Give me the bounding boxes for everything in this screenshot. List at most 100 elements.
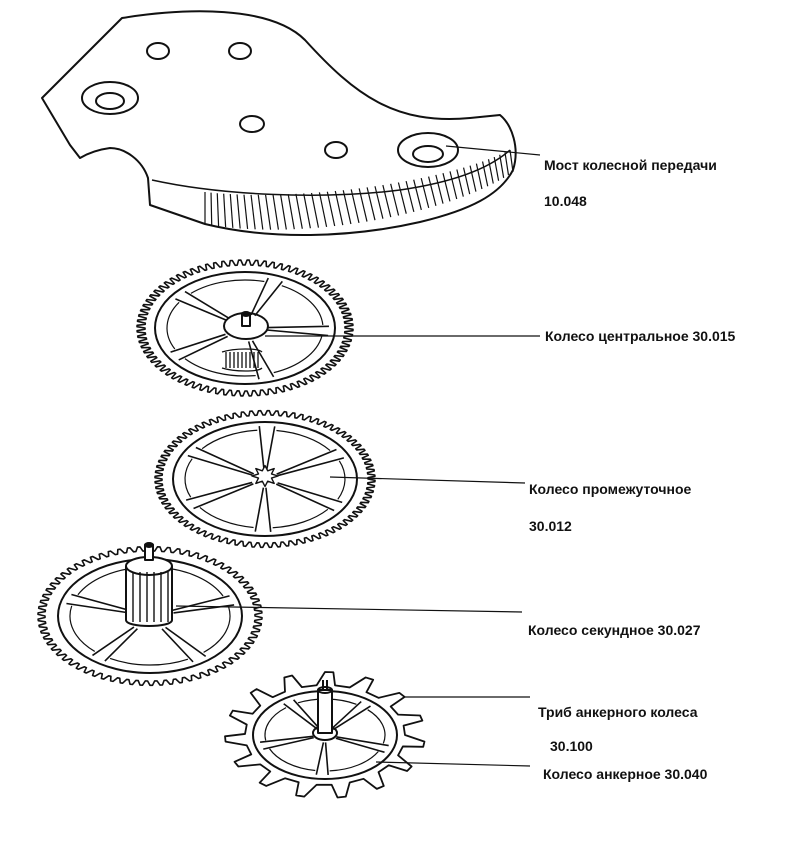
center-wheel-pinion: [221, 348, 263, 372]
hatch-line: [250, 194, 256, 230]
bridge-outline: [41, 10, 517, 237]
spoke-edge: [92, 626, 135, 657]
spoke-window-arc: [264, 707, 287, 741]
spoke-edge: [185, 481, 253, 501]
third-wheel: [154, 409, 376, 549]
hatch-line: [334, 190, 344, 226]
spoke-window-arc: [337, 460, 346, 500]
label-escape-wheel: Колесо анкерное 30.040: [543, 766, 708, 782]
third-wheel-pinion: [251, 464, 279, 488]
hatch-line: [449, 171, 458, 200]
hatch-line: [229, 194, 234, 228]
spoke-edge: [259, 735, 314, 744]
escape-wheel-pinion-top: [317, 686, 333, 694]
spoke-edge: [277, 482, 343, 504]
center-wheel-arbor-top: [241, 311, 251, 317]
label-center-wheel: Колесо центральное 30.015: [545, 328, 736, 344]
leader-second: [175, 605, 523, 613]
hatch-line: [499, 154, 505, 178]
hatch-line: [257, 194, 264, 230]
spoke-edge: [335, 737, 385, 754]
second-wheel-pinion-leaves: [132, 572, 169, 622]
hatch-line: [272, 194, 280, 230]
spoke-edge: [170, 333, 226, 353]
third-wheel-spokes: [184, 426, 346, 532]
label-third-wheel-name: Колесо промежуточное: [529, 481, 692, 497]
hatch-line: [310, 192, 320, 228]
spoke-edge: [175, 298, 228, 322]
spoke-window-arc: [203, 607, 231, 653]
hatch-line: [435, 174, 444, 204]
escape-wheel: [224, 671, 426, 799]
spoke-window-arc: [276, 429, 331, 451]
bridge-hole-small: [146, 42, 170, 60]
spoke-edge: [165, 626, 207, 658]
label-bridge-code: 10.048: [544, 193, 587, 209]
escape-wheel-arbor: [322, 680, 328, 690]
spoke-window-arc: [184, 458, 193, 498]
leader-lines: [175, 145, 541, 767]
spoke-window-arc: [281, 285, 324, 326]
spoke-edge: [266, 329, 329, 337]
spoke-window-arc: [273, 336, 323, 374]
spoke-edge: [178, 335, 228, 361]
hatch-line: [295, 193, 303, 229]
pinion-outline: [221, 348, 263, 372]
center-wheel-teeth: [136, 259, 354, 397]
spoke-edge: [265, 426, 276, 471]
hatch-line: [390, 183, 400, 216]
spoke-window-arc: [272, 508, 329, 529]
hatch-line: [420, 178, 430, 209]
hatch-line: [509, 149, 514, 173]
second-wheel-arbor-top: [144, 542, 154, 548]
spoke-edge: [172, 595, 230, 612]
escape-wheel-pinion: [317, 689, 333, 734]
spoke-edge: [254, 487, 265, 532]
hatch-line: [358, 188, 368, 222]
hatch-line: [487, 159, 494, 184]
spoke-window-arc: [201, 429, 258, 450]
spoke-window-arc: [190, 279, 265, 294]
hatch-line: [318, 192, 328, 228]
spoke-edge: [71, 593, 129, 611]
spoke-edge: [66, 602, 127, 614]
bridge-hole-right: [397, 132, 459, 168]
hatch-line: [243, 194, 249, 230]
hatch-line: [264, 194, 272, 230]
hatch-line: [374, 186, 384, 219]
spoke-edge: [265, 487, 272, 532]
bridge-hole-left: [81, 81, 139, 115]
spoke-edge: [250, 277, 270, 316]
second-wheel: [37, 542, 263, 687]
spoke-edge: [195, 446, 255, 475]
spoke-edge: [277, 457, 345, 477]
hatch-line: [475, 163, 483, 190]
hatch-line: [279, 194, 287, 230]
spoke-edge: [275, 483, 335, 512]
spoke-edge: [283, 703, 318, 730]
hatch-line: [366, 187, 376, 221]
bridge-hole-small: [324, 141, 348, 159]
hatch-line: [210, 192, 213, 226]
hatch-line: [469, 165, 477, 192]
spoke-edge: [263, 736, 314, 750]
hatch-line: [481, 161, 489, 187]
escape-wheel-spokes: [259, 698, 389, 776]
spoke-window-arc: [109, 657, 189, 666]
center-wheel: [136, 259, 354, 397]
spoke-edge: [266, 325, 329, 329]
spoke-window-arc: [199, 507, 254, 529]
bridge-hole-left-inner: [95, 92, 125, 110]
bridge-plate: [41, 10, 517, 237]
bridge-hole-small: [228, 42, 252, 60]
spoke-window-arc: [184, 358, 256, 377]
hatch-line: [326, 191, 336, 227]
spoke-window-arc: [367, 709, 386, 744]
hatch-line: [216, 193, 220, 227]
hatch-line: [287, 194, 295, 230]
spoke-edge: [324, 742, 329, 776]
spoke-edge: [251, 340, 275, 378]
hatch-line: [405, 180, 415, 213]
spoke-edge: [104, 628, 138, 662]
